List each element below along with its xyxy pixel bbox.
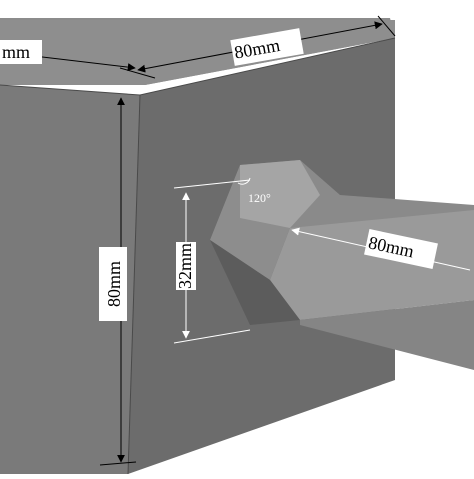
hex-rod-lower-face [210,240,300,325]
angle-arc [237,177,251,185]
hex-height-ext-top [173,179,251,189]
hex-height-label-bg [176,242,196,290]
angle-label: 120° [248,191,271,205]
rod-length-label-bg [364,229,438,269]
top-right-ext-left [119,67,156,79]
height-dim-label-bg [99,247,127,321]
hex-height-label: 32mm [175,243,195,289]
hex-height-ext-bottom [173,329,251,344]
top-right-ext-right [377,15,396,37]
height-dim-label: 80mm [104,261,124,307]
hex-end-face [240,160,320,228]
cube-left-face [0,85,140,474]
height-ext-bottom [99,461,137,466]
top-left-dim-label-bg [0,40,42,64]
hex-rod-bottom-face [300,300,474,370]
hex-rod-side-face [270,210,474,320]
cube-vertical-edge [127,94,141,475]
top-right-dim-label-bg [230,28,304,66]
top-left-dim-label: mm [2,42,30,62]
hex-rod-upper-face [210,165,290,280]
